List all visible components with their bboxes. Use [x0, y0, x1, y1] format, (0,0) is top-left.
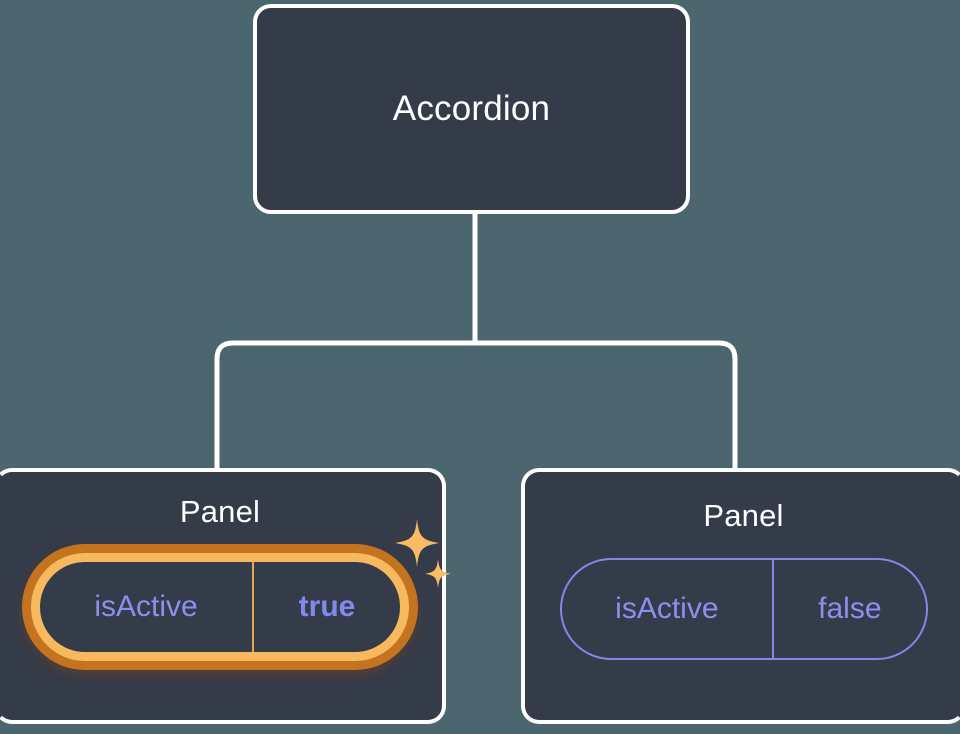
- node-panel-right-label: Panel: [703, 498, 784, 533]
- prop-key: isActive: [40, 562, 254, 652]
- sparkle-small-icon: [425, 559, 451, 588]
- prop-pill-isactive-true[interactable]: isActive true: [31, 553, 409, 661]
- node-accordion-label: Accordion: [392, 89, 551, 128]
- prop-pill-right-wrap: isActive false: [559, 558, 928, 660]
- prop-value: true: [298, 590, 356, 623]
- prop-value: false: [818, 592, 882, 625]
- node-accordion[interactable]: Accordion: [253, 4, 690, 214]
- node-panel-left-label: Panel: [179, 494, 261, 529]
- node-panel-right[interactable]: Panel isActive false: [521, 468, 960, 724]
- prop-key: isActive: [562, 560, 775, 658]
- sparkle-large-icon: [395, 519, 439, 567]
- prop-pill-isactive-false[interactable]: isActive false: [559, 558, 928, 660]
- prop-pill-left-wrap: isActive true: [31, 519, 451, 661]
- node-panel-left[interactable]: Panel isActive true: [0, 468, 451, 724]
- edge-split-bar: [214, 340, 738, 470]
